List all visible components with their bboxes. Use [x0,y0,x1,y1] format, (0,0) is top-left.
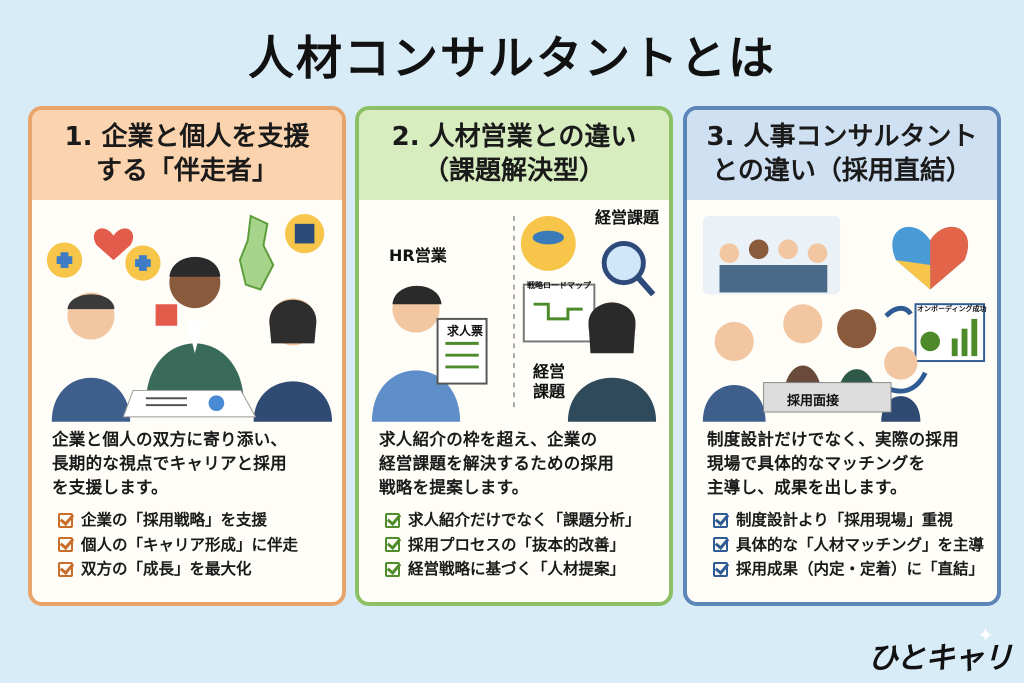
card-description: 企業と個人の双方に寄り添い、 長期的な視点でキャリアと採用 を支援します。 [52,430,288,497]
interview-label: 採用面接 [787,394,840,409]
card-heading: 3. 人事コンサルタント との違い（採用直結） [687,110,997,200]
card-vs-hr-sales: 2. 人材営業との違い （課題解決型） HR営業 経営課題 求人票 戦略ロードマ… [355,106,673,606]
brand-logo: ひとキャリ [867,641,1013,676]
check-item: 経営戦略に基づく「人材提案」 [385,557,669,582]
job-ticket-label: 求人票 [447,324,484,338]
card-heading: 2. 人材営業との違い （課題解決型） [359,110,669,200]
interviewer-head [783,304,823,344]
job-ticket-icon [436,317,488,385]
roadmap-label: 戦略ロードマップ [527,281,591,290]
recruitment-illustration: 採用面接 オンボーディング成功 [695,204,989,424]
check-item: 双方の「成長」を最大化 [58,557,342,582]
page-title: 人材コンサルタントとは [248,31,776,85]
checkbox-icon [58,537,73,553]
interview-table [763,382,892,413]
consultant-head [837,309,877,349]
check-item: 採用成果（内定・定着）に「直結」 [713,557,997,582]
roadmap-board [522,283,596,343]
pie-chart-icon [208,395,225,412]
checkbox-icon [385,562,400,578]
check-item: 採用プロセスの「抜本的改善」 [385,533,669,558]
card-vs-hr-consultant: 3. 人事コンサルタント との違い（採用直結） 採用面接 [683,106,1001,606]
checklist: 制度設計より「採用現場」重視 具体的な「人材マッチング」を主導 採用成果（内定・… [687,500,997,582]
consultant-body [145,343,244,403]
check-item: 個人の「キャリア形成」に伴走 [58,533,342,558]
management-issue-side-label: 経営 課題 [533,362,566,401]
checkbox-icon [713,537,728,553]
checkbox-icon [58,562,73,578]
card-heading: 1. 企業と個人を支援 する「伴走者」 [32,110,342,200]
consultant-body [567,377,657,422]
sparkle-icon: ✦ [977,623,994,647]
checkbox-icon [58,512,73,528]
japan-map-icon [238,214,275,291]
hr-sales-label: HR営業 [389,246,447,265]
cycle-arrow-icon [884,305,913,318]
document-on-table [122,389,257,418]
check-item: 具体的な「人材マッチング」を主導 [713,533,997,558]
checkbox-icon [385,537,400,553]
checkbox-icon [713,512,728,528]
card-description: 制度設計だけでなく、実際の採用 現場で具体的なマッチングを 主導し、成果を出しま… [707,430,959,497]
consultant-meeting-illustration [40,206,334,422]
checklist: 求人紹介だけでなく「課題分析」 採用プロセスの「抜本的改善」 経営戦略に基づく「… [359,500,669,582]
sales-vs-consulting-illustration: HR営業 経営課題 求人票 戦略ロードマップ 経営 課題 [367,204,661,424]
fish-icon [532,230,564,245]
candidate-body [702,385,766,422]
checklist: 企業の「採用戦略」を支援 個人の「キャリア形成」に伴走 双方の「成長」を最大化 [32,500,342,582]
card-description: 求人紹介の枠を超え、企業の 経営課題を解決するための採用 戦略を提案します。 [379,430,615,497]
check-item: 制度設計より「採用現場」重視 [713,508,997,533]
checkbox-icon [385,512,400,528]
person-head [884,346,918,380]
checkbox-icon [713,562,728,578]
card-supporter: 1. 企業と個人を支援 する「伴走者」 [28,106,346,606]
person-right-body [253,381,333,422]
heart-icon [93,228,134,261]
supporter-illustration [40,204,334,424]
check-item: 企業の「採用戦略」を支援 [58,508,342,533]
candidate-head [714,321,754,362]
person-left-body [51,377,131,422]
check-item: 求人紹介だけでなく「課題分析」 [385,508,669,533]
magnifier-icon [601,240,646,286]
management-issue-label: 経営課題 [595,208,660,227]
onboarding-label: オンボーディング成功 [917,305,987,313]
puzzle-icon [155,304,178,326]
